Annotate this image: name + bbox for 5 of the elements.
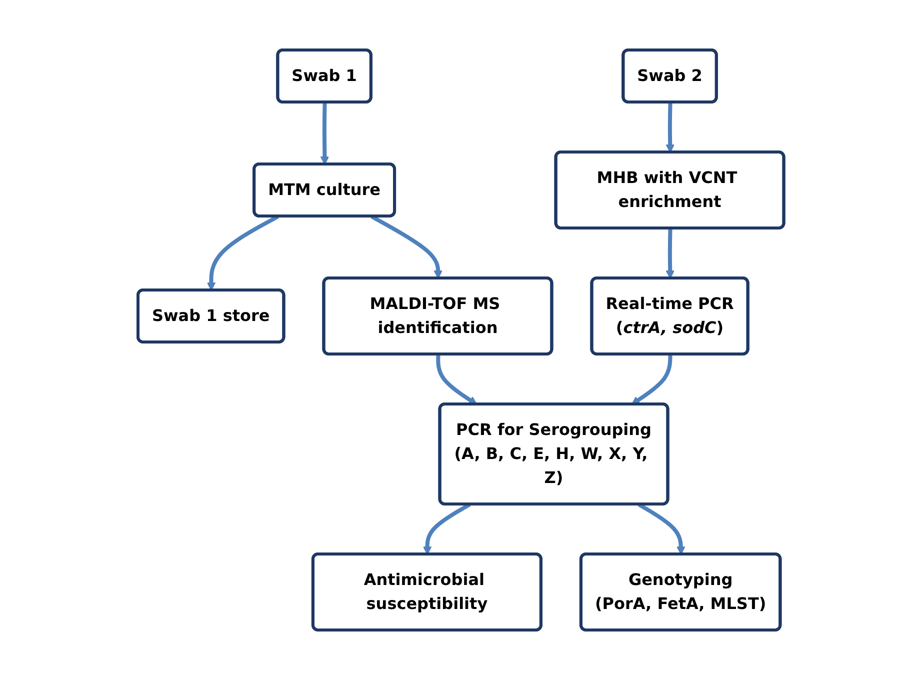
arrow [631,354,672,404]
arrow [436,354,478,404]
arrow [666,228,675,278]
arrow [666,102,675,152]
arrow [320,102,330,164]
